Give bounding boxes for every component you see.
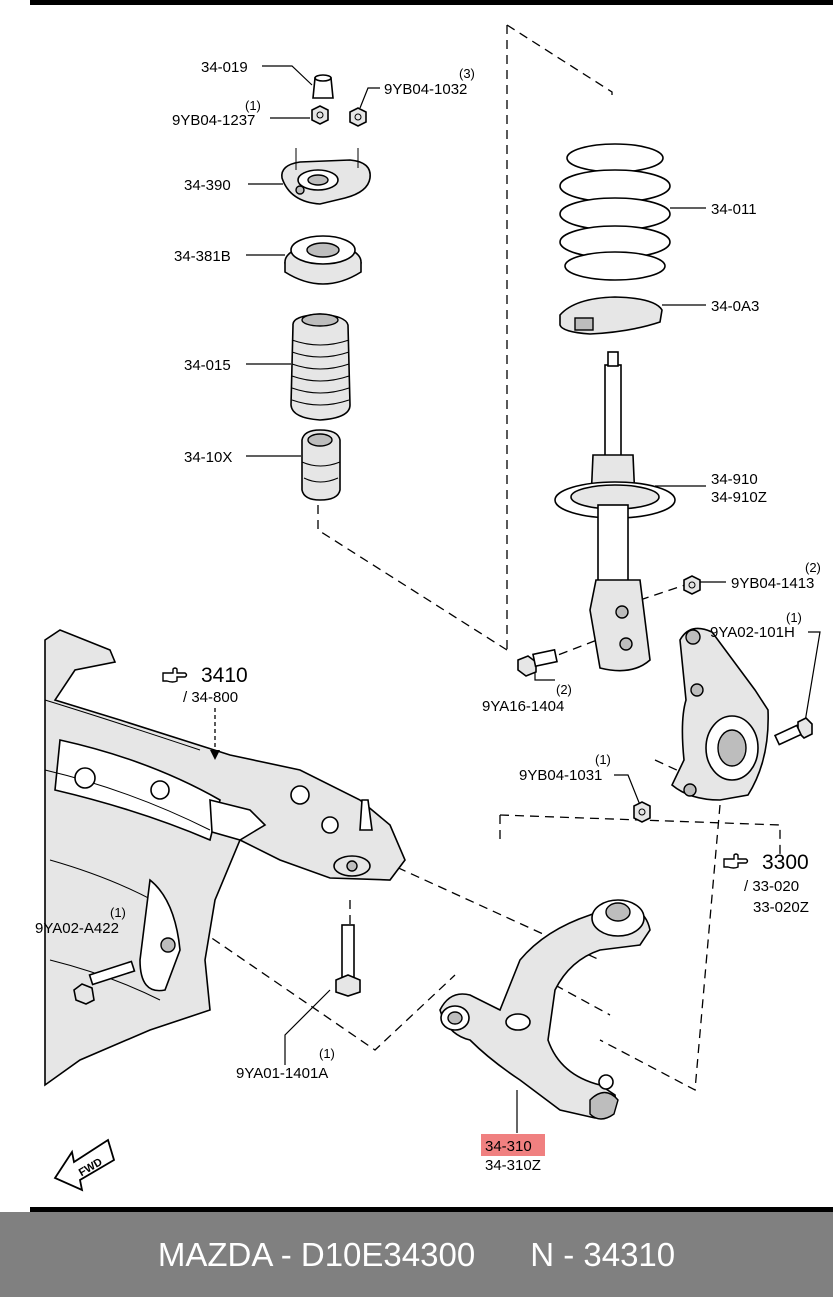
qty-9yb04-1031: (1) — [595, 752, 611, 767]
label-9ya01-1401a: 9YA01-1401A — [236, 1065, 328, 1082]
label-34-0a3: 34-0A3 — [711, 298, 759, 315]
label-34-019: 34-019 — [201, 59, 248, 76]
subframe-bolt-left — [73, 960, 136, 1005]
label-34-910: 34-910 — [711, 471, 758, 488]
part-labels: 34-019 (3) 9YB04-1032 (1) 9YB04-1237 34-… — [35, 59, 821, 1174]
label-9ya02-a422: 9YA02-A422 — [35, 920, 119, 937]
label-9yb04-1032: 9YB04-1032 — [384, 81, 467, 98]
label-34-310[interactable]: 34-310 — [485, 1138, 532, 1155]
highlight-box — [481, 1134, 545, 1156]
footer-bar: MAZDA - D10E34300 N - 34310 — [0, 1212, 833, 1297]
top-border — [30, 0, 833, 5]
knuckle-bolt — [773, 717, 813, 746]
qty-9ya02-a422: (1) — [110, 905, 126, 920]
strut-nut — [683, 575, 701, 595]
bump-stop-cap — [312, 74, 334, 99]
label-34-011: 34-011 — [711, 201, 757, 218]
hand-pointer-icon — [723, 853, 749, 869]
label-3300: 3300 — [762, 851, 809, 874]
lower-control-arm — [439, 899, 651, 1120]
steering-knuckle — [671, 627, 769, 801]
label-34-910z: 34-910Z — [711, 489, 767, 506]
label-33-020z: 33-020Z — [753, 899, 809, 916]
hand-pointer-icon — [162, 667, 188, 683]
label-34-800: / 34-800 — [183, 689, 238, 706]
knuckle-nut — [633, 801, 651, 823]
label-34-390: 34-390 — [184, 177, 231, 194]
label-9yb04-1413: 9YB04-1413 — [731, 575, 814, 592]
qty-9ya02-101h: (1) — [786, 610, 802, 625]
footer-brand-part: MAZDA - D10E34300 — [157, 1235, 476, 1273]
label-34-10x: 34-10X — [184, 449, 232, 466]
strut-assembly — [554, 351, 676, 672]
label-33-020: / 33-020 — [744, 878, 799, 895]
footer-part-number: N - 34310 — [530, 1235, 676, 1273]
subframe-bolt-vertical — [335, 924, 361, 997]
bump-stop — [301, 429, 341, 501]
parts-diagram: 34-019 (3) 9YB04-1032 (1) 9YB04-1237 34-… — [30, 0, 833, 1212]
label-9ya16-1404: 9YA16-1404 — [482, 698, 564, 715]
mount-bearing — [284, 235, 362, 285]
qty-9yb04-1413: (2) — [805, 560, 821, 575]
mount-nut-right — [349, 107, 367, 127]
coil-spring — [559, 143, 671, 281]
strut-mount-plate — [281, 148, 371, 205]
label-9yb04-1031: 9YB04-1031 — [519, 767, 602, 784]
strut-bolt — [517, 648, 558, 677]
label-3410: 3410 — [201, 664, 248, 687]
qty-9ya01-1401a: (1) — [319, 1046, 335, 1061]
qty-9yb04-1237: (1) — [245, 98, 261, 113]
label-34-310z: 34-310Z — [485, 1157, 541, 1174]
fwd-arrow-icon: FWD — [53, 1138, 116, 1192]
label-34-015: 34-015 — [184, 357, 231, 374]
qty-9ya16-1404: (2) — [556, 682, 572, 697]
spring-seat — [559, 296, 663, 335]
dust-boot — [290, 313, 351, 421]
mount-nut-left — [311, 105, 329, 125]
qty-9yb04-1032: (3) — [459, 66, 475, 81]
bottom-border — [30, 1207, 833, 1212]
label-9ya02-101h: 9YA02-101H — [710, 624, 795, 641]
label-34-381b: 34-381B — [174, 248, 231, 265]
label-9yb04-1237: 9YB04-1237 — [172, 112, 255, 129]
footer-spacer — [475, 1236, 530, 1274]
